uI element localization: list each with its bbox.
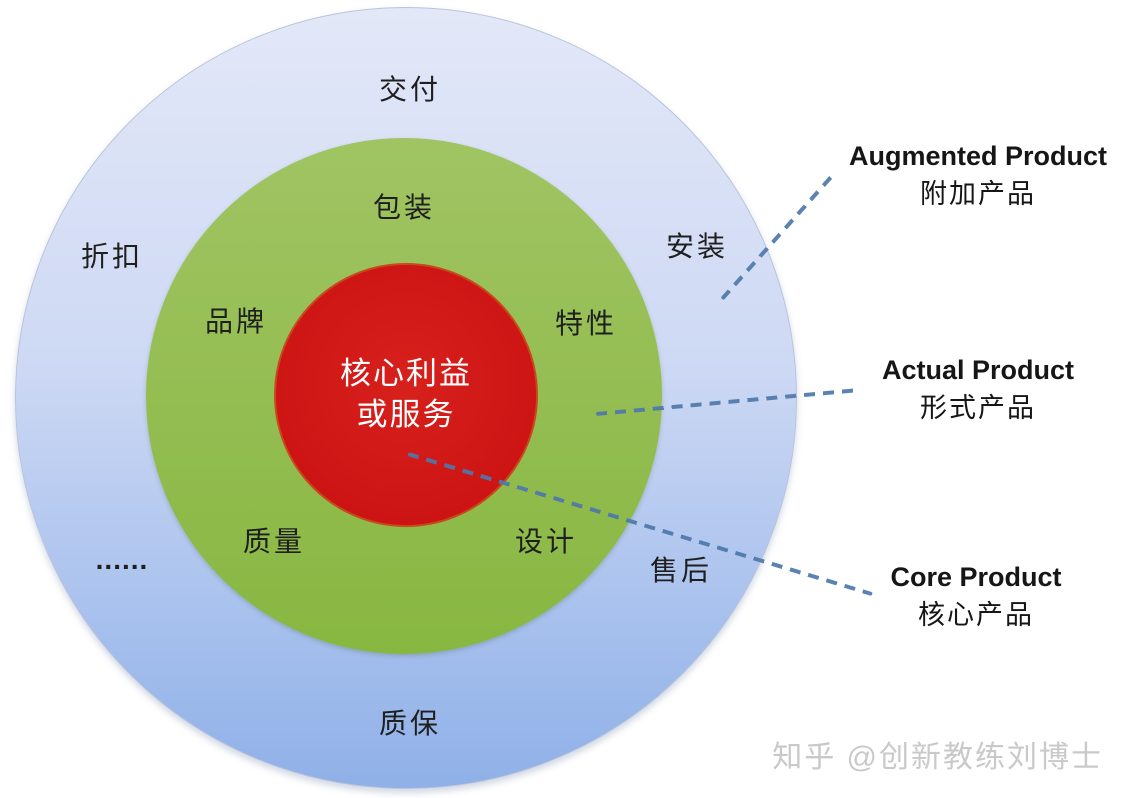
annotation-core-en: Core Product xyxy=(890,562,1062,593)
core-benefit-line1: 核心利益 xyxy=(340,356,472,392)
annotation-core-product: Core Product 核心产品 xyxy=(890,559,1061,635)
annotation-augmented-en: Augmented Product xyxy=(848,141,1108,172)
middle-label-design: 设计 xyxy=(514,526,578,557)
middle-label-packaging: 包装 xyxy=(372,192,436,223)
outer-label-installation: 安装 xyxy=(665,231,729,262)
core-benefit-line2: 或服务 xyxy=(356,397,456,432)
zhihu-watermark: 知乎 @创新教练刘博士 xyxy=(772,741,1103,774)
outer-label-ellipsis: ...... xyxy=(95,544,149,575)
outer-label-delivery: 交付 xyxy=(378,74,442,105)
middle-label-quality: 质量 xyxy=(242,526,306,557)
outer-label-after-sales: 售后 xyxy=(649,555,713,586)
annotation-augmented-product: Augmented Product 附加产品 xyxy=(849,138,1107,214)
annotation-core-zh: 核心产品 xyxy=(918,600,1034,630)
outer-label-warranty: 质保 xyxy=(378,708,442,739)
middle-label-features: 特性 xyxy=(554,308,618,339)
core-product-circle: 核心利益 或服务 xyxy=(274,263,538,527)
annotation-augmented-zh: 附加产品 xyxy=(919,179,1036,209)
annotation-actual-zh: 形式产品 xyxy=(920,393,1036,423)
core-benefit-text: 核心利益 或服务 xyxy=(340,354,472,436)
middle-label-brand: 品牌 xyxy=(204,306,268,337)
annotation-actual-en: Actual Product xyxy=(881,355,1075,386)
outer-label-discount: 折扣 xyxy=(80,241,144,272)
annotation-actual-product: Actual Product 形式产品 xyxy=(882,352,1074,428)
